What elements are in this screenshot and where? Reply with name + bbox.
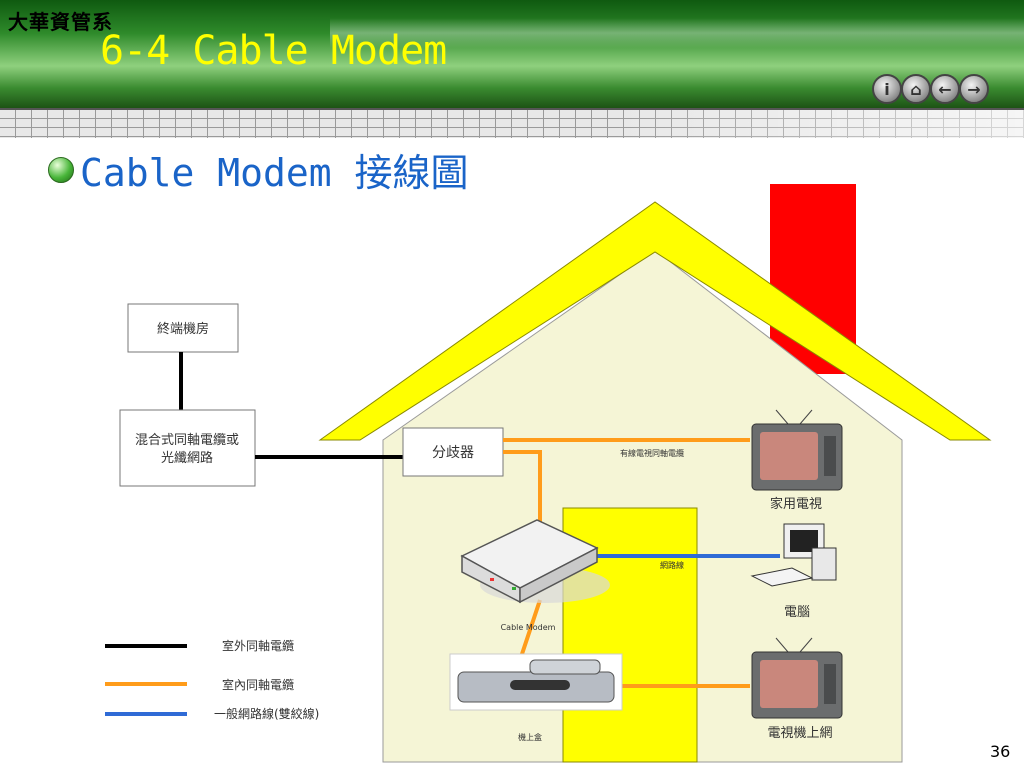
head-end-label: 終端機房 bbox=[157, 321, 209, 337]
coax-modem-to-stb bbox=[518, 599, 542, 661]
roof bbox=[318, 201, 992, 441]
head-end-box bbox=[127, 303, 239, 353]
bullet-icon bbox=[48, 156, 74, 183]
slide-title: 6-4 Cable Modem bbox=[100, 28, 447, 74]
set-top-box-device bbox=[449, 653, 623, 711]
department-label: 大華資管系 bbox=[8, 10, 113, 34]
slide-heading: Cable Modem 接線圖 bbox=[80, 151, 469, 195]
internet-tv-label: 電視機上網 bbox=[767, 726, 832, 741]
internet-tv-icon bbox=[751, 637, 843, 719]
decorative-grid-band bbox=[0, 108, 1024, 138]
set-top-box-label: 機上盒 bbox=[518, 732, 542, 742]
nav-buttons: i ⌂ ← → bbox=[872, 74, 989, 104]
splitter-label: 分歧器 bbox=[432, 445, 474, 461]
cable-modem-device bbox=[460, 519, 610, 604]
network-line-label: 網路線 bbox=[660, 560, 684, 570]
legend-label-outdoor: 室外同軸電纜 bbox=[222, 638, 294, 653]
page-number: 36 bbox=[990, 742, 1011, 761]
hfc-label-line2: 光纖網路 bbox=[161, 450, 213, 466]
hfc-label-line1: 混合式同軸電纜或 bbox=[135, 432, 239, 448]
computer-icon bbox=[750, 523, 837, 587]
cable-modem-label: Cable Modem bbox=[501, 623, 556, 632]
coax-to-modem bbox=[503, 450, 542, 530]
legend-label-indoor: 室內同軸電纜 bbox=[222, 677, 294, 692]
arrow-right-icon[interactable]: → bbox=[959, 74, 989, 104]
home-tv-icon bbox=[751, 409, 843, 491]
heading-row: Cable Modem 接線圖 bbox=[48, 142, 469, 197]
header-shine bbox=[330, 18, 1024, 48]
house-wall bbox=[382, 249, 903, 763]
home-tv-label: 家用電視 bbox=[770, 496, 822, 512]
legend-label-network: 一般網路線(雙絞線) bbox=[214, 706, 319, 721]
hfc-box bbox=[119, 409, 256, 487]
header-bar: 大華資管系 6-4 Cable Modem i ⌂ ← → bbox=[0, 0, 1024, 110]
splitter-box bbox=[402, 427, 504, 477]
computer-label: 電腦 bbox=[784, 605, 810, 620]
cable-tv-line-label: 有線電視同軸電纜 bbox=[620, 448, 684, 458]
info-icon[interactable]: i bbox=[872, 74, 902, 104]
